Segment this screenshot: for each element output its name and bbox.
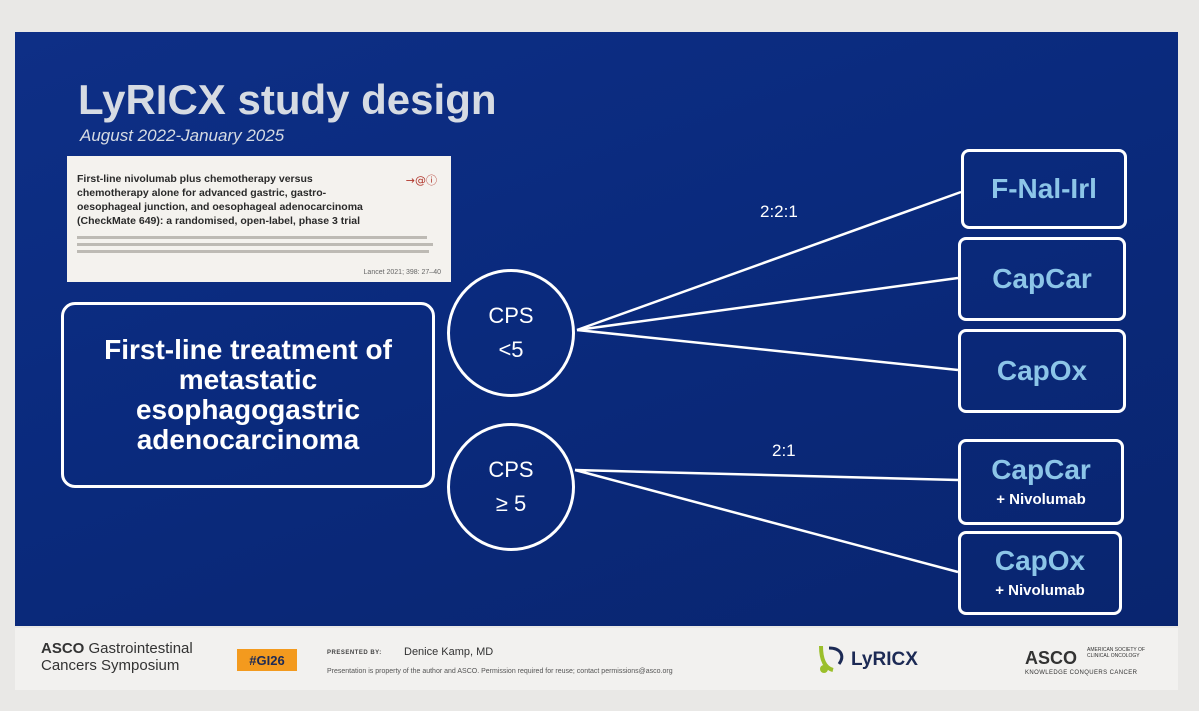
citation-access-icons: →@ⓘ (405, 174, 437, 187)
slide: LyRICX study design August 2022-January … (15, 32, 1178, 626)
symposium-name-line2: Cancers Symposium (41, 657, 180, 674)
copyright-disclaimer: Presentation is property of the author a… (327, 668, 673, 675)
arm-sublabel: + Nivolumab (995, 582, 1085, 599)
asco-tagline: KNOWLEDGE CONQUERS CANCER (1025, 670, 1138, 676)
arm-sublabel: + Nivolumab (996, 491, 1086, 508)
connector-to-arm-2 (576, 276, 959, 332)
connector-to-arm-4 (574, 468, 959, 482)
population-box: First-line treatment of metastatic esoph… (61, 302, 435, 488)
population-label: First-line treatment of metastatic esoph… (104, 334, 392, 455)
arm-label: F-Nal-Irl (991, 173, 1097, 204)
randomization-ratio-low: 2:2:1 (760, 202, 798, 221)
arm-f-nal-iri: F-Nal-Irl (961, 149, 1127, 229)
citation-author-list (77, 234, 437, 261)
presented-by-label: PRESENTED BY: (327, 650, 382, 656)
arm-label: CapCar (992, 263, 1092, 294)
slide-subtitle: August 2022-January 2025 (80, 126, 285, 145)
symposium-name: Gastrointestinal (84, 640, 193, 657)
arm-label: CapOx (996, 355, 1088, 386)
arm-capox-nivolumab: CapOx + Nivolumab (958, 531, 1122, 615)
illegible-author-lines (77, 236, 433, 253)
slide-footer: ASCO Gastrointestinal Cancers Symposium … (15, 628, 1178, 690)
arm-capox: CapOx (958, 329, 1126, 413)
connector-to-arm-3 (576, 328, 959, 372)
asco-society-name: AMERICAN SOCIETY OF CLINICAL ONCOLOGY (1087, 647, 1145, 659)
stratum-low-line2: <5 (498, 337, 524, 362)
symposium-asco: ASCO (41, 640, 85, 657)
citation-title: First-line nivolumab plus chemotherapy v… (77, 173, 363, 227)
slide-title: LyRICX study design (78, 76, 497, 123)
arm-capcar-nivolumab: CapCar + Nivolumab (958, 439, 1124, 525)
hashtag-badge: #GI26 (237, 649, 297, 671)
stratum-high-line2: ≥ 5 (495, 491, 527, 516)
randomization-ratio-high: 2:1 (772, 441, 796, 460)
stratum-cps-high: CPS ≥ 5 (447, 423, 575, 551)
symposium-logo: ASCO Gastrointestinal Cancers Symposium (41, 640, 193, 674)
citation-reference: Lancet 2021; 398: 27–40 (363, 269, 441, 276)
lyricx-logo-text: LyRICX (851, 649, 918, 670)
stratum-cps-low: CPS <5 (447, 269, 575, 397)
connector-to-arm-5 (574, 468, 959, 574)
lyricx-logo-icon (819, 645, 844, 673)
stratum-low-line1: CPS (488, 303, 534, 328)
asco-logo: ASCO (1025, 648, 1078, 668)
connector-to-arm-1 (576, 190, 962, 332)
arm-label: CapCar (991, 454, 1091, 485)
arm-label: CapOx (994, 545, 1086, 576)
stratum-high-line1: CPS (488, 457, 534, 482)
arm-capcar: CapCar (958, 237, 1126, 321)
citation-image: →@ⓘ First-line nivolumab plus chemothera… (67, 156, 451, 282)
connector-lines (574, 190, 962, 574)
presenter-name: Denice Kamp, MD (404, 646, 494, 658)
